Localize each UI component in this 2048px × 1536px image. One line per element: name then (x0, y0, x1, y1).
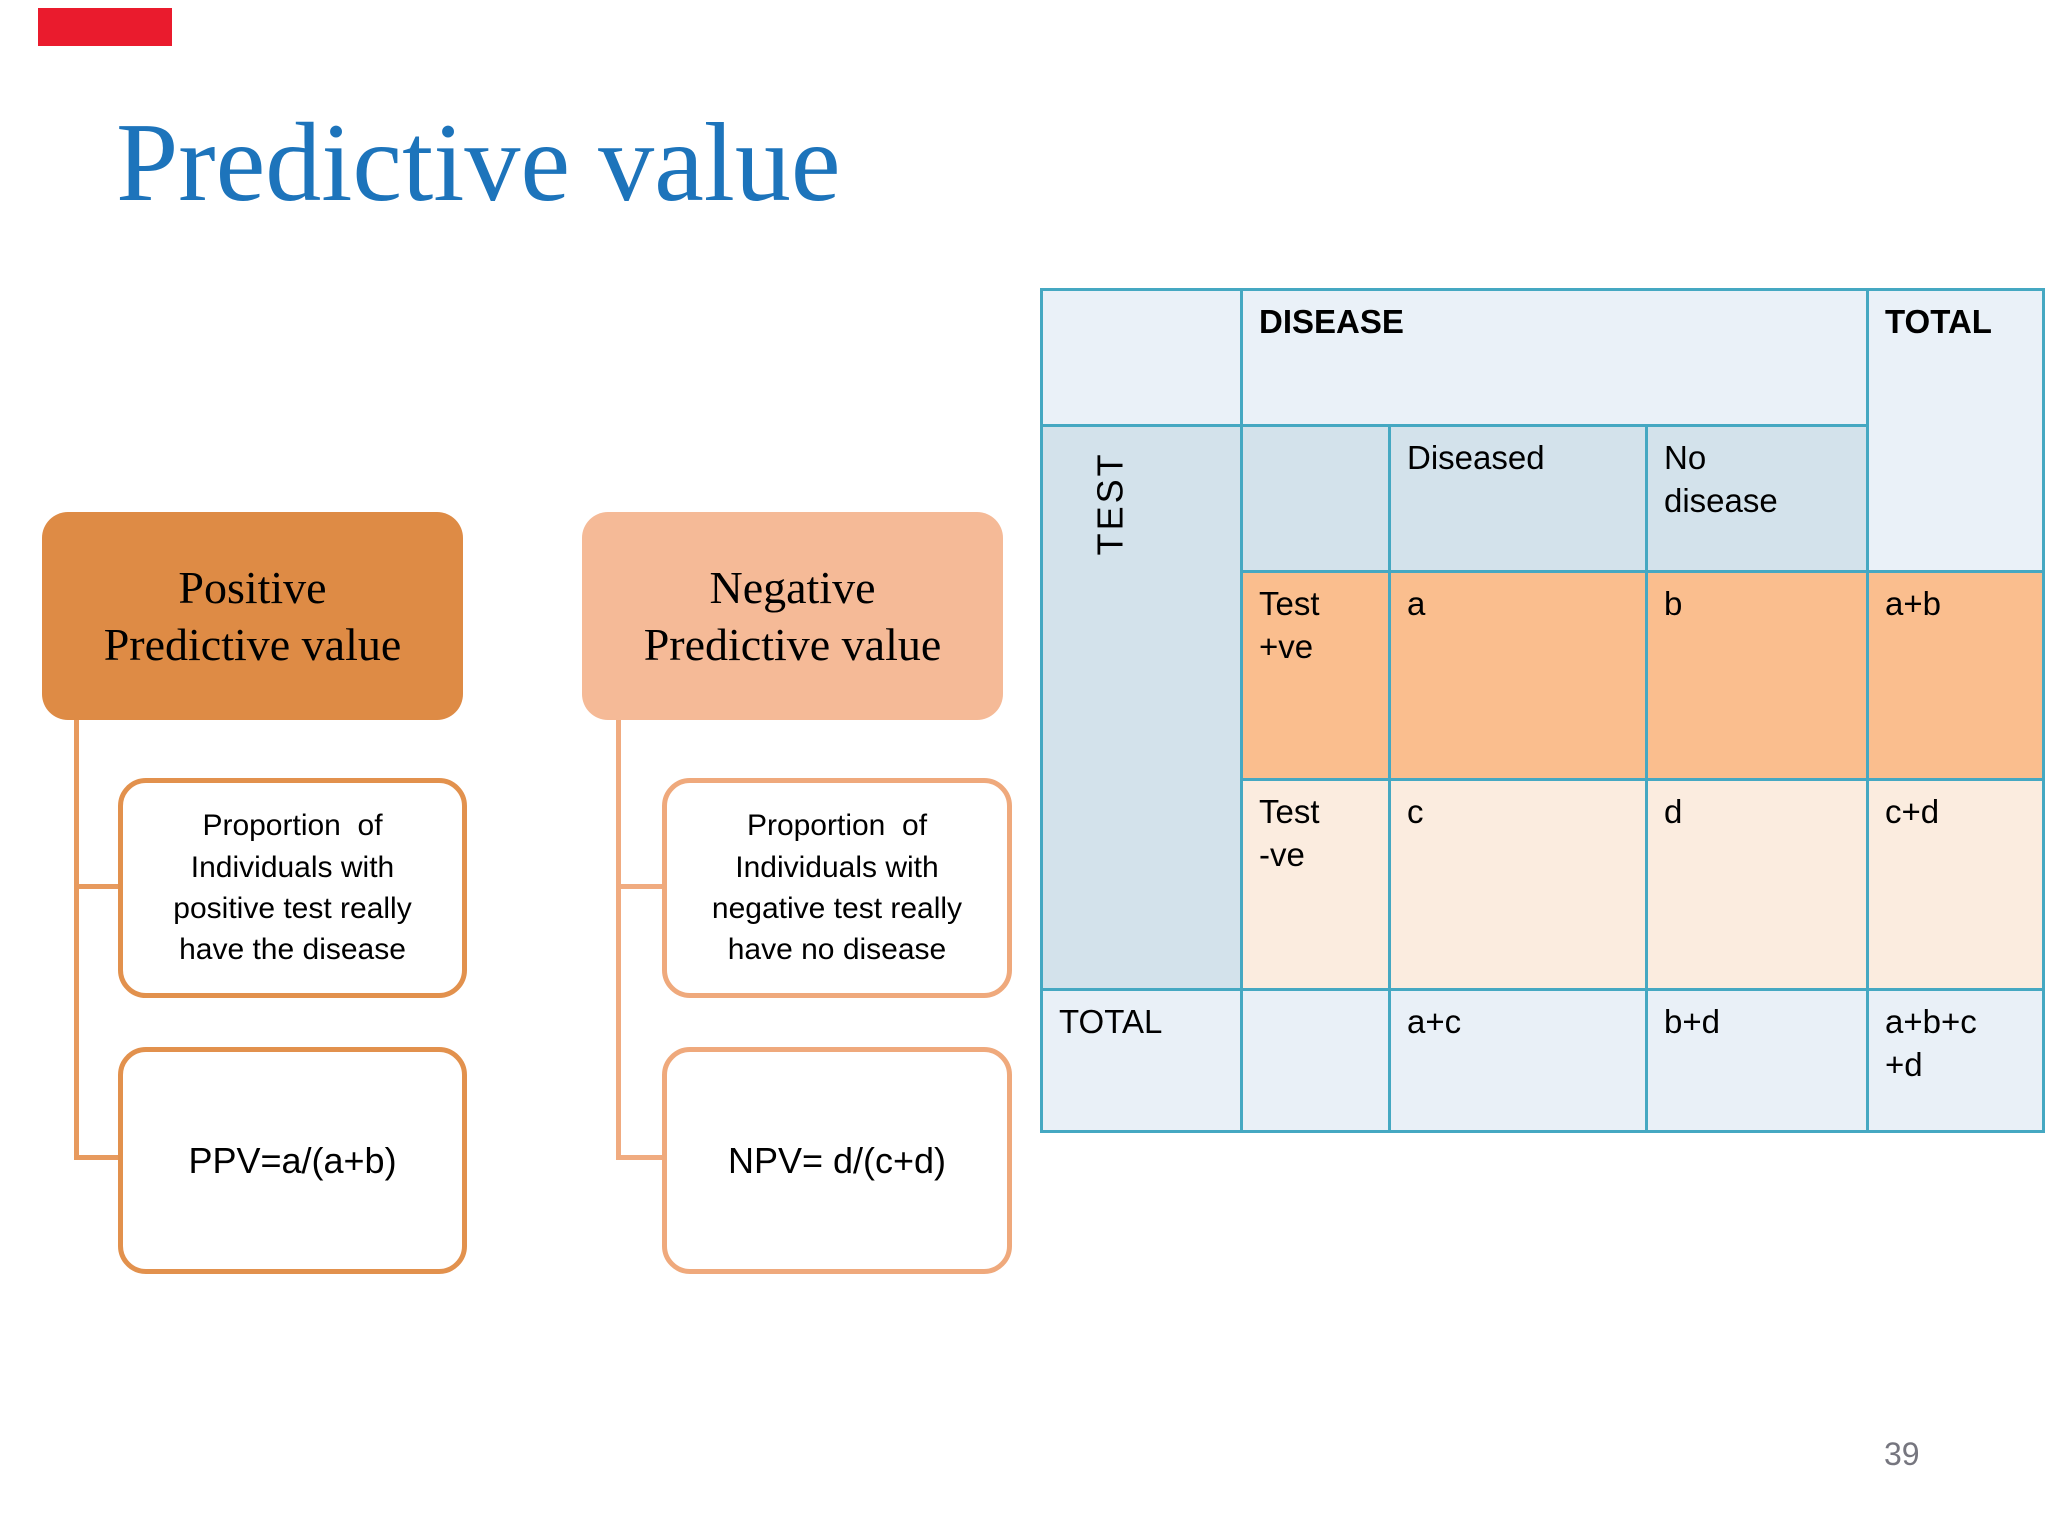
cell-a: a (1388, 570, 1648, 781)
npv-heading-box: Negative Predictive value (582, 512, 1003, 720)
table-no-disease-header: No disease (1645, 424, 1869, 573)
cell-d: d (1645, 778, 1869, 991)
table-subheader-blank-cell (1240, 424, 1391, 573)
ppv-formula-box: PPV=a/(a+b) (118, 1047, 467, 1274)
contingency-table: DISEASE TOTAL TEST Diseased No disease T… (1040, 288, 2045, 1133)
red-accent-bar (38, 8, 172, 46)
table-disease-group-header: DISEASE (1240, 288, 1869, 427)
page-title: Predictive value (116, 101, 841, 225)
cell-c-plus-d: c+d (1866, 778, 2045, 991)
npv-connector-stub-2 (616, 1155, 666, 1160)
cell-c: c (1388, 778, 1648, 991)
npv-connector-vertical (616, 720, 621, 1160)
table-test-side-header: TEST (1040, 424, 1243, 991)
npv-definition-box: Proportion of Individuals with negative … (662, 778, 1012, 998)
ppv-connector-stub-1 (74, 884, 122, 889)
ppv-connector-vertical (74, 720, 79, 1160)
cell-a-plus-b: a+b (1866, 570, 2045, 781)
row-test-positive-label: Test +ve (1240, 570, 1391, 781)
cell-a-plus-c: a+c (1388, 988, 1648, 1133)
row-test-negative-label: Test -ve (1240, 778, 1391, 991)
cell-grand-total: a+b+c +d (1866, 988, 2045, 1133)
ppv-heading-box: Positive Predictive value (42, 512, 463, 720)
npv-formula-box: NPV= d/(c+d) (662, 1047, 1012, 1274)
page-number: 39 (1884, 1436, 1920, 1472)
ppv-definition-box: Proportion of Individuals with positive … (118, 778, 467, 998)
cell-b-plus-d: b+d (1645, 988, 1869, 1133)
cell-b: b (1645, 570, 1869, 781)
total-row-blank-cell (1240, 988, 1391, 1133)
table-total-column-header: TOTAL (1866, 288, 2045, 573)
npv-connector-stub-1 (616, 884, 666, 889)
table-corner-blank-cell (1040, 288, 1243, 427)
row-total-label: TOTAL (1040, 988, 1243, 1133)
table-diseased-header: Diseased (1388, 424, 1648, 573)
ppv-connector-stub-2 (74, 1155, 122, 1160)
test-vertical-label: TEST (1089, 451, 1131, 556)
